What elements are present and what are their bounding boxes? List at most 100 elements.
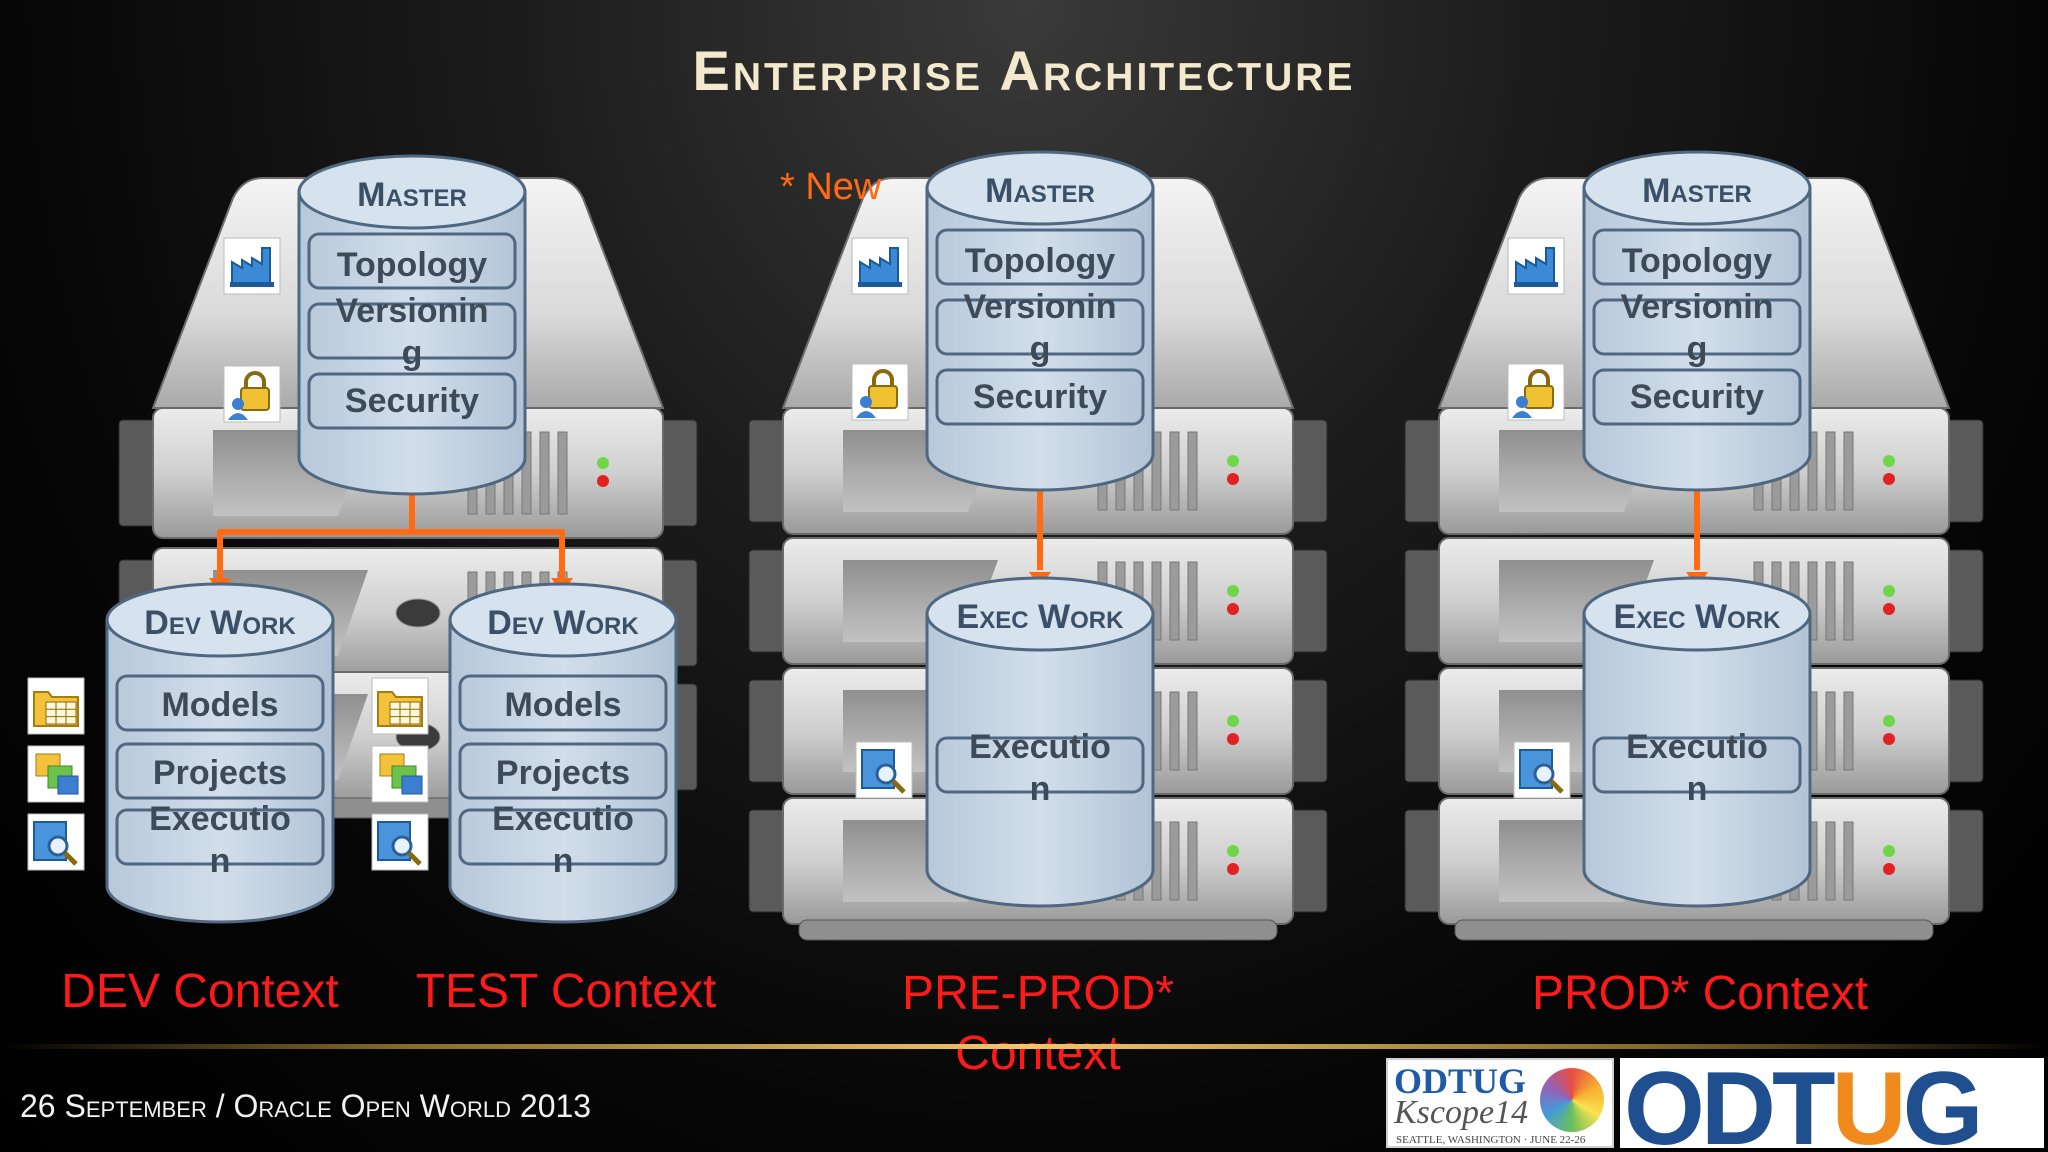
vent-slot [1151, 431, 1162, 511]
cylinder-top [105, 582, 335, 658]
magnifier-lens [875, 763, 897, 785]
status-led-red [597, 475, 609, 487]
item-label: Models [504, 686, 621, 724]
vent-slot [1187, 821, 1198, 901]
dev-work-repo-1-title: Dev Work [144, 604, 296, 642]
master-repo-2-title: Master [985, 172, 1095, 210]
project-box-3 [57, 775, 79, 795]
item-label: Security [973, 378, 1107, 416]
item-box [115, 674, 325, 732]
factory-base [230, 282, 274, 287]
kscope14-logo: ODTUG Kscope14 SEATTLE, WASHINGTON · JUN… [1386, 1058, 1614, 1148]
item-box [935, 736, 1145, 794]
connector-line [412, 529, 565, 580]
item-box [458, 808, 668, 866]
user-body [856, 411, 876, 418]
cylinder-body [1582, 612, 1812, 908]
vent-slot [557, 431, 568, 515]
status-led-green [1227, 585, 1239, 597]
search-execution-icon [1513, 741, 1571, 799]
factory-base [858, 282, 902, 287]
item-box [307, 372, 517, 430]
search-execution-icon [855, 741, 913, 799]
vent-slot [539, 431, 550, 515]
lock-body [240, 387, 270, 411]
status-led-green [1227, 845, 1239, 857]
connector-line [217, 470, 415, 580]
cylinder-body [105, 618, 335, 924]
status-led-red [1883, 863, 1895, 875]
status-led-red [1883, 603, 1895, 615]
gold-divider [0, 1044, 2048, 1049]
table-folder-icon [27, 677, 85, 735]
cylinder-top [1582, 576, 1812, 652]
vent-slot [1825, 691, 1836, 771]
item-box [307, 232, 517, 290]
magnifier-lens [1533, 763, 1555, 785]
lock-shackle [244, 371, 266, 388]
cylinder-body [297, 190, 527, 496]
power-button [395, 598, 441, 628]
new-note: * New [780, 166, 882, 208]
table-grid [45, 701, 77, 725]
dev-work-repo-2-title: Dev Work [487, 604, 639, 642]
item-label: Security [345, 382, 479, 420]
cylinder-body [925, 186, 1155, 492]
cylinder-body [448, 618, 678, 924]
factory-shape [859, 247, 899, 285]
user-body [1512, 411, 1532, 418]
cylinder-top [1582, 150, 1812, 226]
vent-slot [1807, 561, 1818, 641]
magnifier-lens [47, 835, 69, 857]
item-label: Projects [496, 754, 630, 792]
vent-slot [1843, 561, 1854, 641]
vent-slot [1187, 561, 1198, 641]
slide-title: Enterprise Architecture [692, 39, 1356, 102]
factory-icon [223, 237, 281, 295]
item-box [115, 742, 325, 800]
item-box [307, 302, 517, 360]
magnifier-handle [63, 851, 78, 866]
item-label: Projects [153, 754, 287, 792]
vent-slot [1825, 431, 1836, 511]
kscope-logo-line1: ODTUG [1394, 1061, 1527, 1101]
status-led-red [1227, 863, 1239, 875]
vent-slot [1843, 431, 1854, 511]
item-label: Topology [1622, 242, 1773, 280]
factory-base [1514, 282, 1558, 287]
vent-slot [1843, 691, 1854, 771]
factory-icon [851, 237, 909, 295]
magnifier-lens [391, 835, 413, 857]
icon-layer [27, 237, 1571, 871]
lock-shackle [872, 369, 894, 386]
magnifier-handle [1549, 779, 1564, 794]
project-box-3 [401, 775, 423, 795]
rack-base [798, 919, 1278, 941]
magnifier-handle [891, 779, 906, 794]
item-box [458, 674, 668, 732]
item-box [935, 368, 1145, 426]
lock-user-icon [1507, 363, 1565, 421]
item-box [1592, 298, 1802, 356]
vent-slot [1169, 821, 1180, 901]
lock-user-icon [851, 363, 909, 421]
factory-icon [1507, 237, 1565, 295]
item-box [1592, 368, 1802, 426]
master-repo-3-title: Master [1642, 172, 1752, 210]
item-label: Topology [337, 246, 488, 284]
